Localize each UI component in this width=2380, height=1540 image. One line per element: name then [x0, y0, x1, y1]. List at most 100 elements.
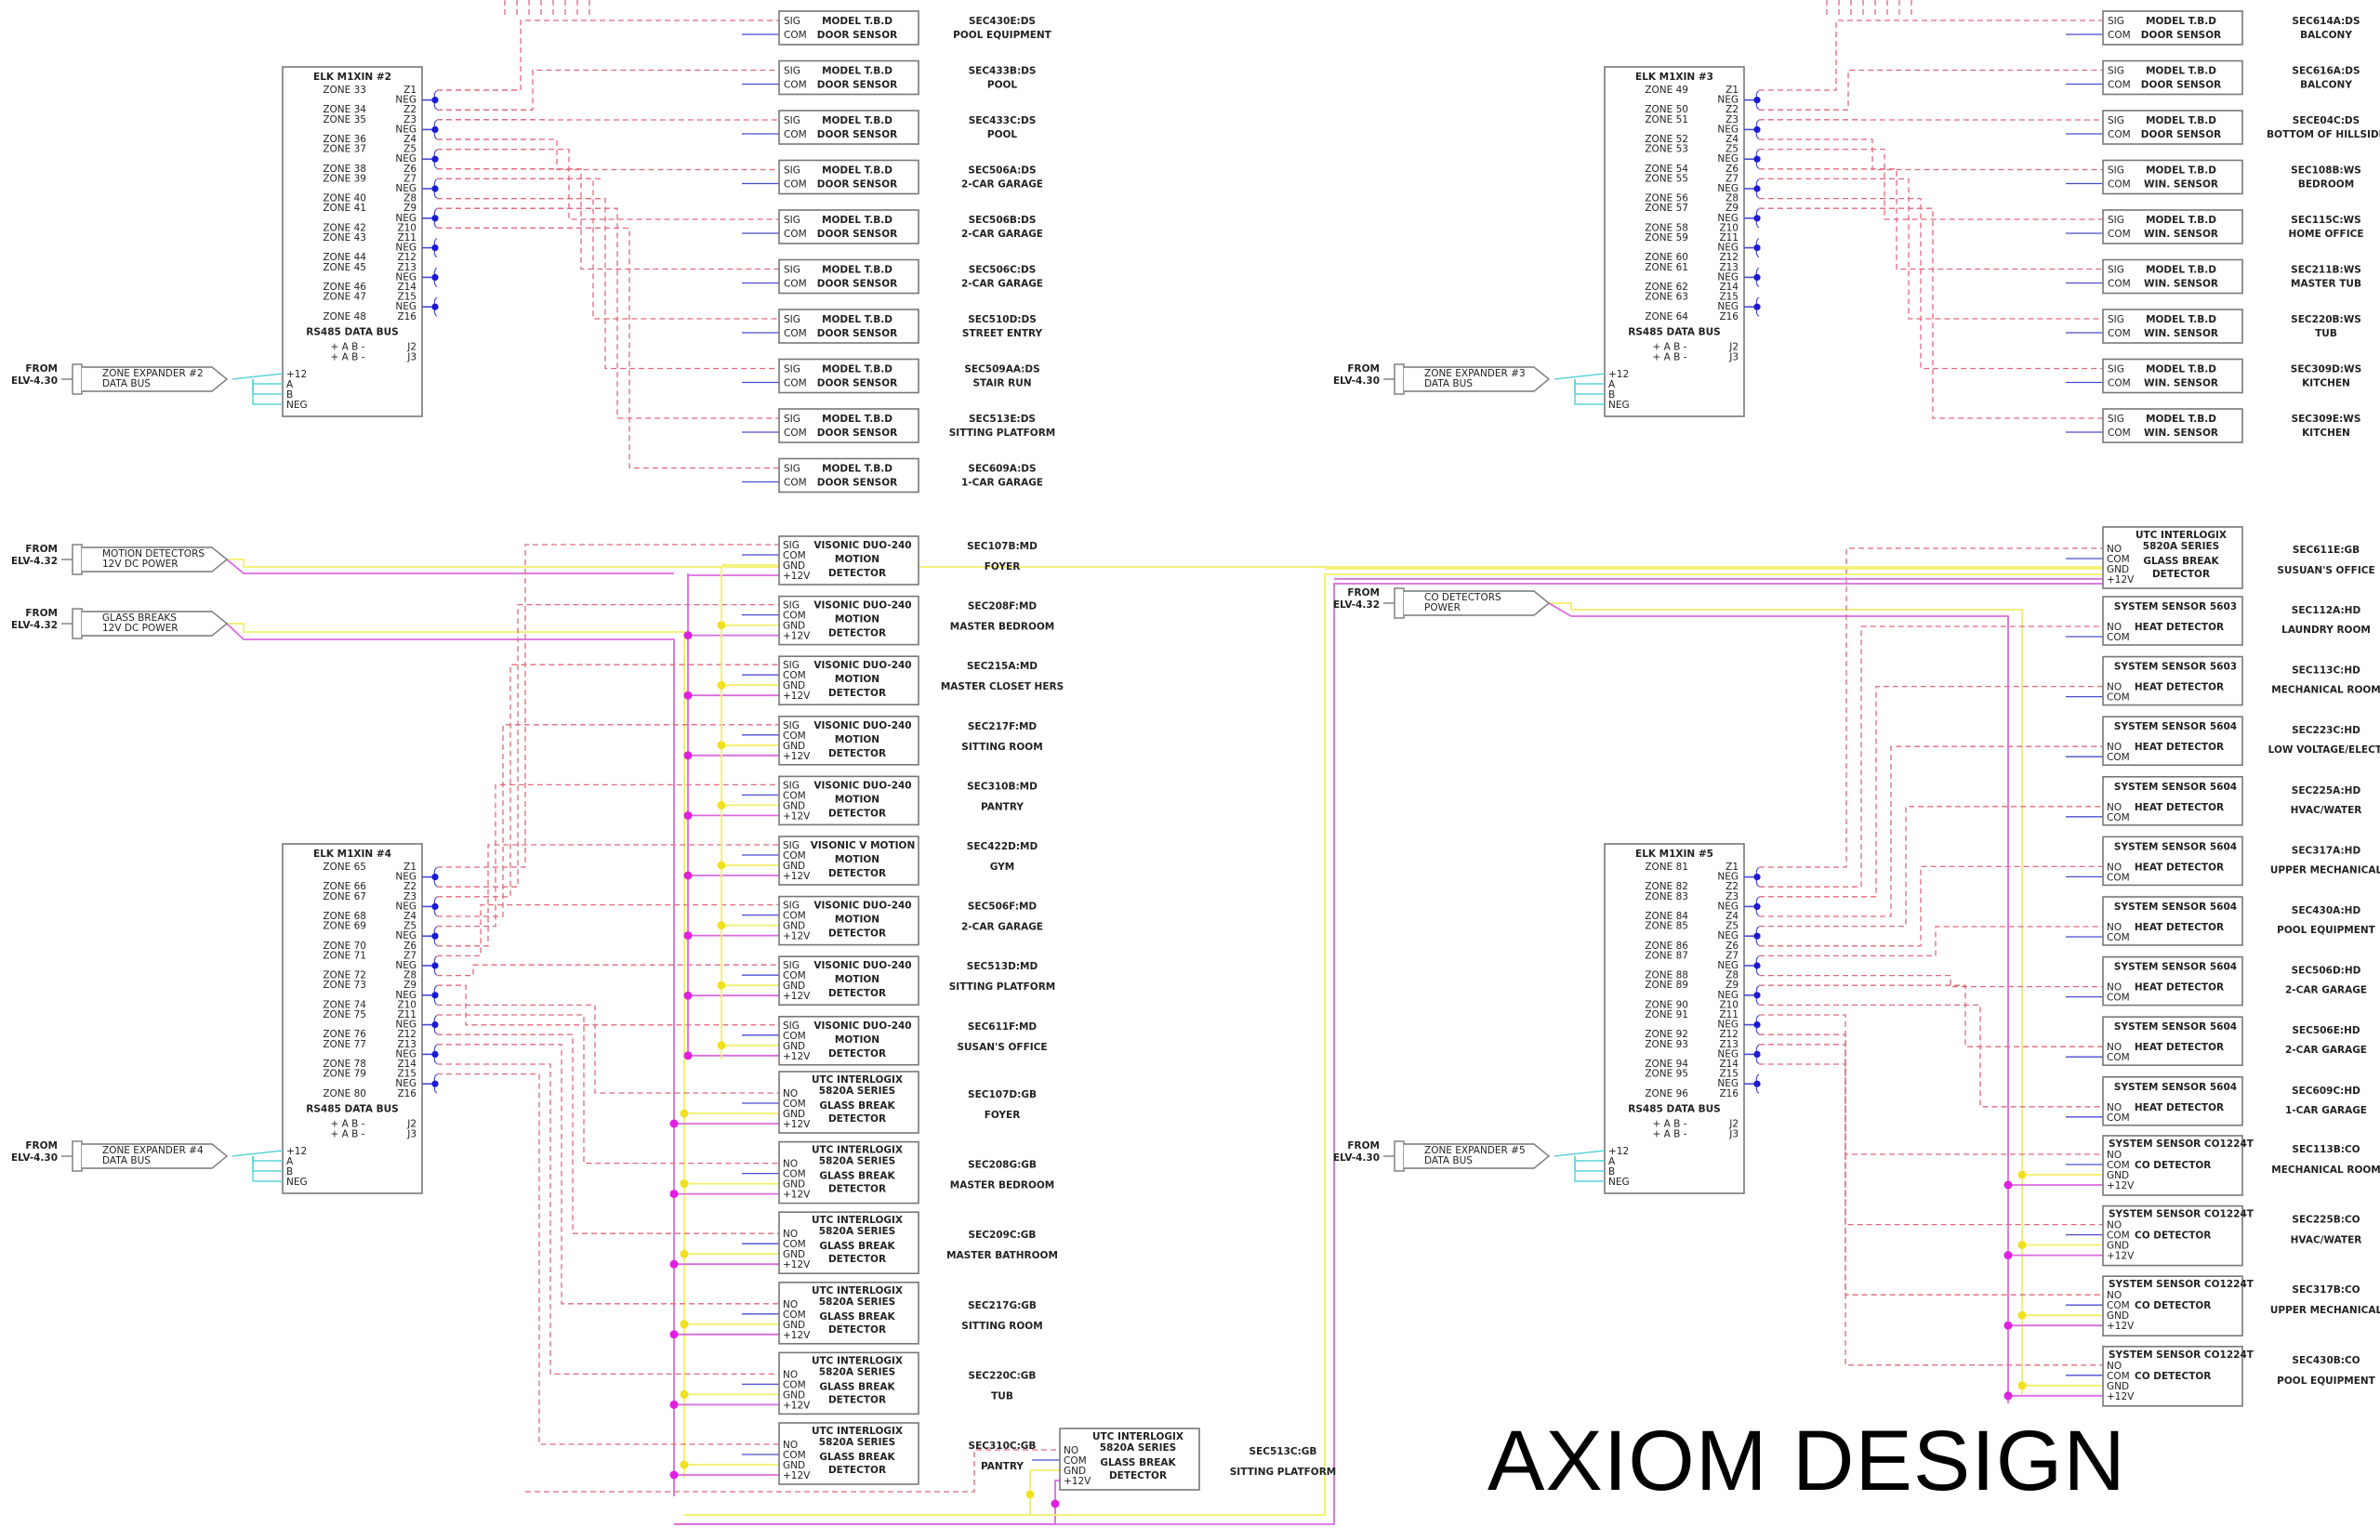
- terminal-label: NEG: [1717, 930, 1739, 941]
- device-type2: DETECTOR: [828, 808, 886, 819]
- device-type: MOTION: [835, 794, 879, 805]
- terminal-label: Z10: [1719, 222, 1739, 233]
- wire: [1759, 745, 2103, 917]
- pin-com: COM: [2107, 1300, 2130, 1311]
- from-label: FROM: [25, 608, 58, 619]
- device-box: [2102, 896, 2243, 946]
- device-box: [778, 1071, 919, 1134]
- pin-no: NO: [2107, 982, 2122, 994]
- terminal-label: NEG: [395, 872, 416, 883]
- device-model: VISONIC DUO-240: [813, 901, 911, 912]
- device-box: [778, 836, 919, 886]
- pin-gnd: GND: [2107, 1241, 2129, 1252]
- pin-no: NO: [1064, 1445, 1078, 1456]
- wire: [1759, 178, 2103, 320]
- pin-com: COM: [784, 229, 807, 240]
- neg-junction-dot: [431, 902, 439, 911]
- pin-com: COM: [784, 478, 807, 489]
- device-type: HEAT DETECTOR: [2135, 742, 2224, 753]
- pin-com: COM: [783, 550, 806, 561]
- device-type: CO DETECTOR: [2135, 1300, 2211, 1311]
- pin-bracket: [766, 20, 779, 34]
- feed-line2: DATA BUS: [1424, 1155, 1473, 1166]
- terminal-label: Z9: [1726, 980, 1739, 991]
- device-room: 1-CAR GARAGE: [961, 478, 1043, 489]
- pin-com: COM: [2107, 752, 2130, 763]
- device-tag: SEC209C:GB: [969, 1230, 1037, 1241]
- device-model: MODEL T.B.D: [822, 314, 892, 325]
- pin-bracket: [2090, 270, 2103, 283]
- feed-arrow: [1404, 590, 1551, 616]
- wire: [1759, 138, 2103, 171]
- terminal-label: Z6: [403, 941, 416, 952]
- device-tag: SEC616A:DS: [2292, 66, 2360, 77]
- device-box: [778, 535, 919, 586]
- device-room: SITTING PLATFORM: [949, 981, 1056, 993]
- device-tag: SEC208F:MD: [968, 601, 1038, 612]
- zone-label: ZONE 33: [323, 85, 366, 96]
- panel-title: ELK M1XIN #5: [1635, 849, 1713, 860]
- device-type: GLASS BREAK: [819, 1241, 895, 1252]
- device-room: MASTER BATHROOM: [946, 1250, 1058, 1261]
- pin-gnd: GND: [783, 621, 805, 632]
- source-sheet-label: ELV-4.32: [11, 556, 58, 567]
- pin-pwr: +12V: [783, 751, 811, 762]
- pin-com: COM: [783, 1310, 806, 1321]
- terminal-label: Z10: [1719, 999, 1739, 1010]
- device-type: CO DETECTOR: [2135, 1231, 2211, 1242]
- terminal-label: NEG: [1717, 960, 1739, 971]
- terminal-label: Z4: [1726, 134, 1739, 145]
- device-tag: SEC611E:GB: [2293, 545, 2360, 556]
- device-model: VISONIC DUO-240: [813, 720, 911, 731]
- pin-bracket: [2090, 71, 2103, 85]
- neg-junction-dot: [431, 273, 439, 281]
- panel-box: [1604, 66, 1745, 417]
- device-model: SYSTEM SENSOR CO1224T: [2109, 1349, 2254, 1361]
- terminal-label: NEG: [395, 301, 416, 312]
- device-type: DOOR SENSOR: [817, 80, 897, 91]
- devices-layer: ELK M1XIN #2Z1NEGZ2Z3NEGZ4Z5NEGZ6Z7NEGZ8…: [11, 10, 2380, 1508]
- pin-pwr: +12V: [783, 1470, 811, 1481]
- wire: [437, 138, 779, 171]
- device-type: MOTION: [835, 614, 879, 625]
- zone-label: ZONE 34: [323, 104, 366, 115]
- wire: [1759, 1063, 2103, 1366]
- pin-gnd: GND: [783, 1389, 805, 1401]
- terminal-label: Z16: [397, 311, 416, 322]
- device-box: [778, 159, 919, 195]
- power-junction-dot: [669, 1400, 679, 1409]
- zone-label: ZONE 92: [1645, 1029, 1688, 1040]
- zone-label: ZONE 66: [323, 881, 366, 892]
- pin-gnd: GND: [783, 1320, 805, 1331]
- device-model: MODEL T.B.D: [822, 464, 892, 475]
- device-tag: SEC108B:WS: [2291, 165, 2361, 177]
- pin-bracket: [2090, 987, 2103, 997]
- zone-label: ZONE 54: [1645, 164, 1688, 175]
- pin-com: COM: [1064, 1455, 1087, 1467]
- pin-sig: SIG: [783, 660, 800, 671]
- device-box: [2102, 1346, 2243, 1407]
- wire: [1759, 685, 2103, 898]
- pin-com: COM: [783, 1379, 806, 1390]
- terminal-label: NEG: [395, 990, 416, 1001]
- wire: [1759, 197, 2103, 370]
- pin-bracket: [766, 905, 779, 915]
- terminal-label: Z12: [397, 252, 416, 263]
- pin-pwr: +12V: [783, 1190, 811, 1201]
- pin-pwr: +12V: [783, 1259, 811, 1270]
- pin-gnd: GND: [783, 1460, 805, 1471]
- zone-label: ZONE 59: [1645, 232, 1688, 244]
- device-tag: SEC217G:GB: [968, 1300, 1037, 1311]
- device-tag: SEC112A:HD: [2292, 605, 2361, 616]
- device-box: [2102, 1204, 2243, 1267]
- zone-label: ZONE 56: [1645, 193, 1688, 204]
- zone-label: ZONE 60: [1645, 252, 1688, 263]
- ground-junction-dot: [717, 861, 726, 870]
- pin-bracket: [2090, 319, 2103, 333]
- ground-junction-dot: [680, 1249, 689, 1258]
